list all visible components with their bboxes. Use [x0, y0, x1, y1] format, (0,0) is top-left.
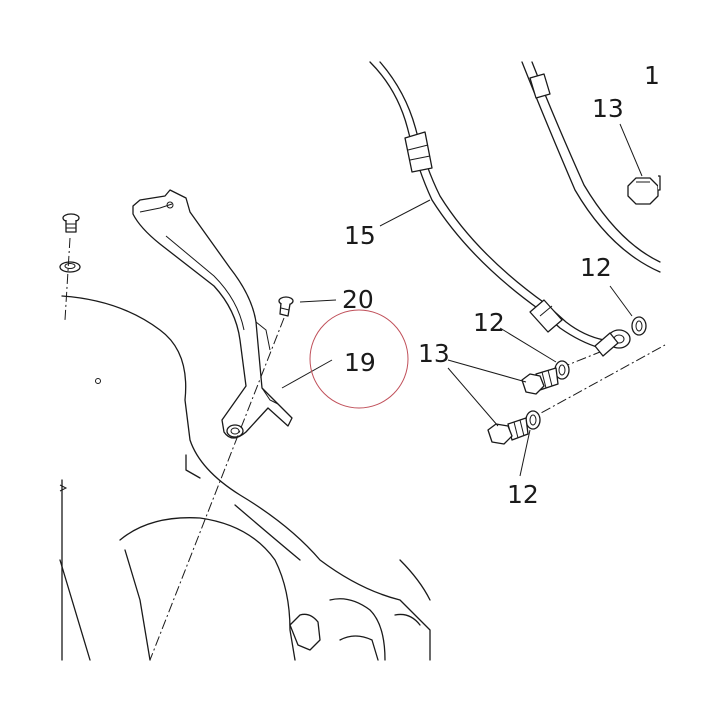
label-part-19: 19	[344, 348, 376, 377]
hose-part-1	[521, 61, 661, 273]
washer-12-bottom	[525, 410, 541, 430]
banjo-bolt-13-bottom	[487, 417, 529, 445]
housing-outline	[59, 295, 431, 661]
label-part-13-top: 13	[592, 94, 624, 123]
label-part-20: 20	[342, 285, 374, 314]
label-part-12-mid: 12	[473, 308, 505, 337]
left-screw-assembly	[59, 213, 81, 273]
highlight-circle	[309, 309, 409, 409]
bracket-part-19	[132, 189, 293, 439]
label-part-12-upper-right: 12	[580, 253, 612, 282]
label-part-12-bottom: 12	[507, 480, 539, 509]
banjo-bolt-13-mid	[521, 367, 559, 395]
label-part-15: 15	[344, 221, 376, 250]
screw-part-20	[278, 296, 294, 317]
hose-part-15	[369, 61, 631, 357]
label-part-1: 1	[644, 61, 660, 90]
washer-12-upper-right	[631, 316, 647, 336]
label-part-13-mid: 13	[418, 339, 450, 368]
banjo-bolt-13-top	[627, 175, 661, 205]
leader-lines	[281, 123, 643, 477]
